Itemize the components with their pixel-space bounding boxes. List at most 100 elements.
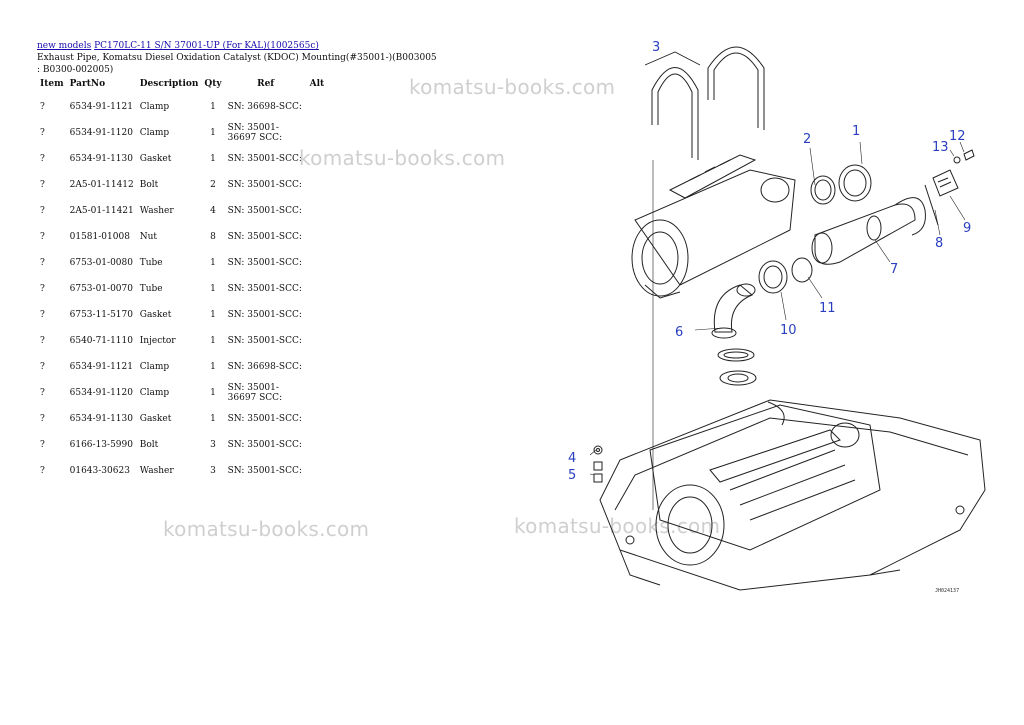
cell-item: ? [40, 362, 45, 372]
cell-ref: SN: 35001-SCC: [227, 466, 302, 476]
cell-partno: 6534-91-1120 [69, 128, 133, 138]
cell-item: ? [40, 466, 45, 476]
cell-alt [307, 146, 343, 172]
cell-qty: 1 [210, 258, 216, 268]
breadcrumb-link-model[interactable]: PC170LC-11 S/N 37001-UP (For KAL)(100256… [94, 41, 319, 51]
cell-alt [307, 276, 343, 302]
cell-description: Bolt [139, 180, 159, 190]
cell-qty: 2 [210, 180, 216, 190]
header-description: Description [139, 79, 199, 89]
cell-description: Gasket [139, 154, 172, 164]
cell-ref: SN: 35001-36697 SCC: [227, 383, 283, 403]
cell-qty: 1 [210, 310, 216, 320]
callout-1: 1 [852, 124, 860, 139]
cell-item: ? [40, 258, 45, 268]
cell-item: ? [40, 440, 45, 450]
cell-partno: 6753-01-0070 [69, 284, 133, 294]
cell-item: ? [40, 284, 45, 294]
cell-description: Gasket [139, 310, 172, 320]
cell-item: ? [40, 102, 45, 112]
cell-partno: 6534-91-1121 [69, 362, 133, 372]
cell-partno: 6534-91-1130 [69, 154, 133, 164]
cell-alt [307, 432, 343, 458]
cell-ref: SN: 35001-SCC: [227, 284, 302, 294]
cell-ref: SN: 35001-36697 SCC: [227, 123, 283, 143]
cell-partno: 6534-91-1121 [69, 102, 133, 112]
cell-ref: SN: 35001-SCC: [227, 154, 302, 164]
callout-13: 13 [932, 140, 949, 155]
clamp-illustration [758, 164, 872, 294]
upper-catalyst-illustration [631, 154, 796, 299]
cell-qty: 1 [210, 388, 216, 398]
breadcrumb: new models PC170LC-11 S/N 37001-UP (For … [37, 40, 437, 52]
callout-10: 10 [780, 323, 797, 338]
cell-ref: SN: 35001-SCC: [227, 258, 302, 268]
table-row: ? 6753-01-0080 Tube 1 SN: 35001-SCC: [37, 250, 343, 276]
cell-partno: 01643-30623 [69, 466, 130, 476]
cell-item: ? [40, 154, 45, 164]
parts-table: Item PartNo Description Qty Ref Alt ? 653… [37, 78, 343, 484]
cell-ref: SN: 35001-SCC: [227, 440, 302, 450]
breadcrumb-link-new-models[interactable]: new models [37, 41, 92, 51]
table-row: ? 01581-01008 Nut 8 SN: 35001-SCC: [37, 224, 343, 250]
cell-item: ? [40, 414, 45, 424]
cell-qty: 8 [210, 232, 216, 242]
page-header: new models PC170LC-11 S/N 37001-UP (For … [37, 40, 437, 76]
cell-qty: 4 [210, 206, 216, 216]
header-alt: Alt [309, 79, 325, 89]
cell-alt [307, 328, 343, 354]
tube-illustration [811, 197, 926, 265]
cell-ref: SN: 35001-SCC: [227, 206, 302, 216]
cell-item: ? [40, 310, 45, 320]
cell-partno: 6534-91-1120 [69, 388, 133, 398]
figure-code: JH024137 [935, 588, 959, 594]
cell-partno: 01581-01008 [69, 232, 130, 242]
cell-ref: SN: 35001-SCC: [227, 336, 302, 346]
cell-description: Clamp [139, 102, 170, 112]
header-partno: PartNo [69, 79, 106, 89]
cell-alt [307, 198, 343, 224]
parts-diagram: 1 2 3 4 5 6 7 8 9 10 11 12 13 JH024137 [568, 40, 986, 594]
cell-partno: 6753-01-0080 [69, 258, 133, 268]
cell-qty: 3 [210, 440, 216, 450]
cell-description: Bolt [139, 440, 159, 450]
cell-item: ? [40, 388, 45, 398]
cell-item: ? [40, 336, 45, 346]
table-header-row: Item PartNo Description Qty Ref Alt [37, 78, 343, 94]
table-row: ? 6534-91-1130 Gasket 1 SN: 35001-SCC: [37, 146, 343, 172]
bolt-washer-illustration [593, 445, 603, 483]
cell-description: Gasket [139, 414, 172, 424]
cell-description: Washer [139, 466, 174, 476]
cell-item: ? [40, 232, 45, 242]
cell-qty: 1 [210, 362, 216, 372]
cell-alt [307, 250, 343, 276]
cell-ref: SN: 35001-SCC: [227, 232, 302, 242]
callout-6: 6 [675, 325, 683, 340]
cell-alt [307, 224, 343, 250]
cell-ref: SN: 36698-SCC: [227, 362, 302, 372]
u-bolt-illustration [644, 46, 765, 160]
cell-description: Nut [139, 232, 158, 242]
cell-qty: 1 [210, 154, 216, 164]
cell-alt [307, 94, 343, 120]
callout-2: 2 [803, 132, 811, 147]
cell-item: ? [40, 180, 45, 190]
callout-8: 8 [935, 236, 943, 251]
elbow-tube-illustration [711, 283, 757, 386]
cell-partno: 6753-11-5170 [69, 310, 133, 320]
callout-9: 9 [963, 221, 971, 236]
cell-description: Tube [139, 258, 163, 268]
callout-11: 11 [819, 301, 836, 316]
callout-4: 4 [568, 451, 576, 466]
cell-qty: 1 [210, 128, 216, 138]
cell-alt [307, 354, 343, 380]
cell-description: Injector [139, 336, 176, 346]
